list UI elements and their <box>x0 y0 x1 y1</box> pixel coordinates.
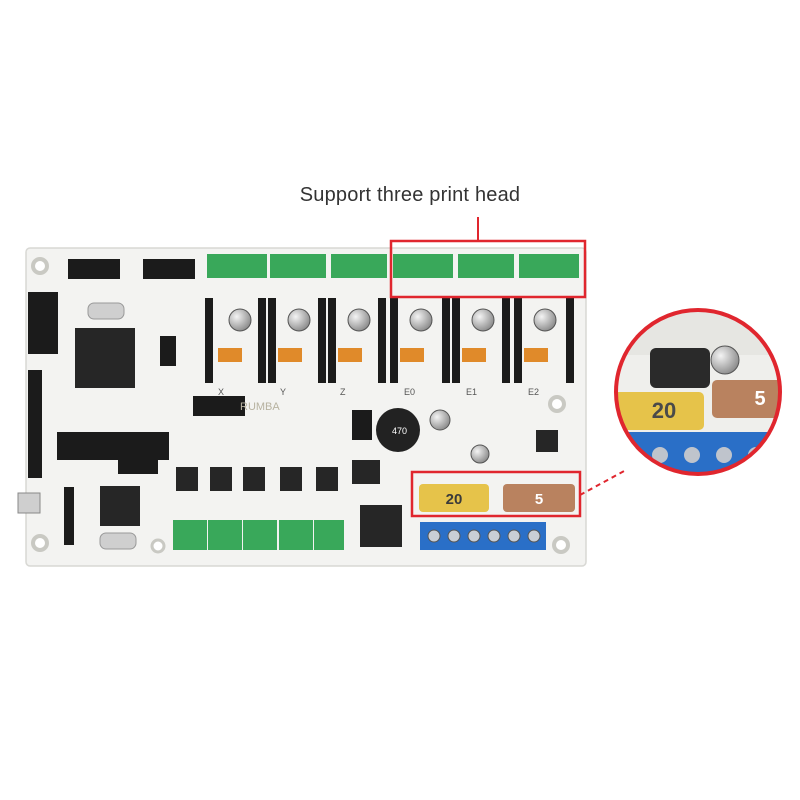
usb-chip <box>100 486 140 526</box>
inductor-label: 470 <box>392 426 407 436</box>
fuse-5-label: 5 <box>535 491 543 508</box>
terminal-screw <box>467 529 481 543</box>
crystal <box>87 302 125 320</box>
terminal-screw <box>527 529 541 543</box>
caption-text: Support three print head <box>299 184 521 206</box>
zoom-fuse-20-label: 20 <box>652 398 676 423</box>
axis-labels: X Y Z E0 E1 E2 <box>218 387 539 397</box>
zoom-fuse-5-label: 5 <box>754 388 765 410</box>
crystal <box>99 532 137 550</box>
fuse-20-label: 20 <box>446 491 463 508</box>
terminal-screw <box>427 529 441 543</box>
fuse-20 <box>419 484 489 512</box>
terminal-screw <box>507 529 521 543</box>
mounting-holes <box>31 257 570 554</box>
stepper-driver-sockets <box>205 298 574 383</box>
axis-label-e1: E1 <box>466 387 477 397</box>
axis-label-e2: E2 <box>528 387 539 397</box>
inductor <box>376 408 420 452</box>
axis-label-z: Z <box>340 387 346 397</box>
microstep-dip-switches <box>218 348 548 362</box>
fuse-5 <box>503 484 575 512</box>
motor-terminals <box>207 254 579 278</box>
heater-terminals <box>173 520 344 550</box>
power-terminal <box>420 522 546 550</box>
terminal-screw <box>487 529 501 543</box>
axis-label-e0: E0 <box>404 387 415 397</box>
terminal-screw <box>447 529 461 543</box>
mcu-chip <box>75 328 135 388</box>
exp-headers <box>28 259 372 545</box>
zoom-leader-line <box>579 469 627 496</box>
capacitors <box>228 308 557 464</box>
extruder-terminal-highlight <box>389 239 587 299</box>
axis-label-y: Y <box>280 387 286 397</box>
terminal-screws <box>427 529 541 543</box>
mosfets <box>176 430 558 547</box>
zoom-circle-border <box>614 308 782 476</box>
brand-text: RUMBA <box>240 401 280 413</box>
axis-label-x: X <box>218 387 224 397</box>
usb-port <box>17 492 41 514</box>
